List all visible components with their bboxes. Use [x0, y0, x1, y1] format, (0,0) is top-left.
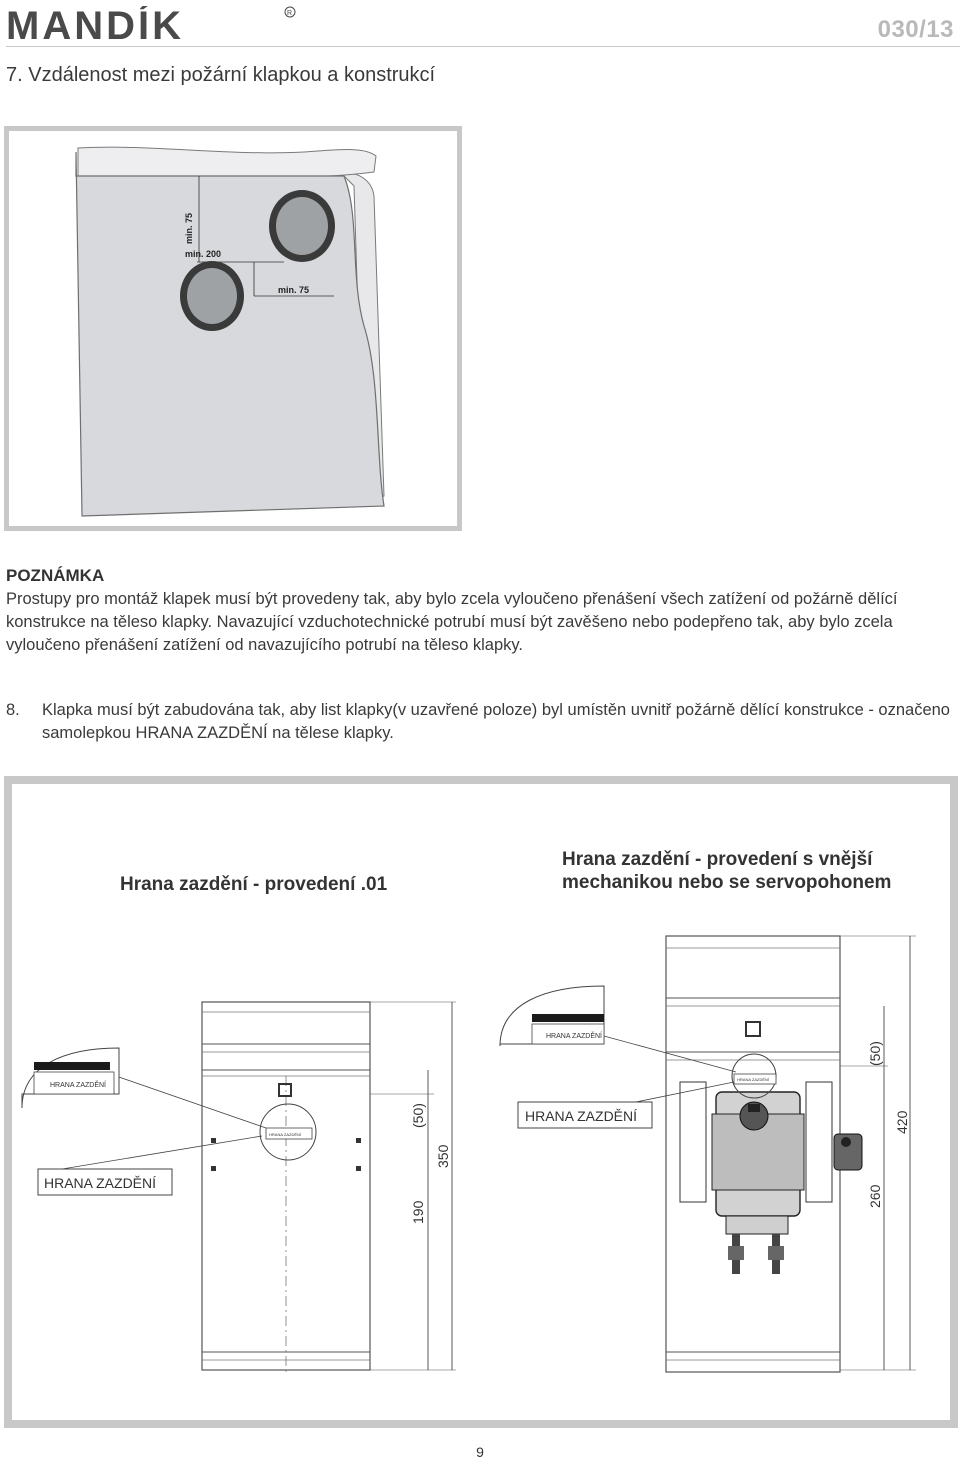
- left-callout-large-text: HRANA ZAZDĚNÍ: [44, 1175, 156, 1191]
- left-dim-350: 350: [435, 1144, 451, 1168]
- left-magnified-callout: HRANA ZAZDĚNÍ: [21, 1047, 120, 1109]
- right-title-line2: mechanikou nebo se servopohonem: [562, 872, 891, 893]
- logo-text: MANDÍK: [6, 6, 184, 42]
- lower-damper-body: [187, 268, 237, 324]
- wall-clearance-figure: min. 75 min. 200 min. 75: [4, 126, 462, 531]
- page-code: 030/13: [877, 16, 954, 43]
- right-title-line1: Hrana zazdění - provedení s vnější: [562, 849, 873, 870]
- left-damper-drawing: HRANA ZAZDĚNÍ: [43, 1001, 371, 1372]
- left-body-label: HRANA ZAZDĚNÍ: [269, 1132, 302, 1137]
- right-callout-small-text: HRANA ZAZDĚNÍ: [546, 1031, 602, 1040]
- header-divider: [6, 46, 960, 47]
- item-8-text: Klapka musí být zabudována tak, aby list…: [42, 701, 950, 742]
- dim-min-200: min. 200: [185, 249, 221, 259]
- section-heading: 7. Vzdálenost mezi požární klapkou a kon…: [6, 64, 436, 86]
- left-dim-190: 190: [410, 1200, 426, 1224]
- right-callout-large-text: HRANA ZAZDĚNÍ: [525, 1108, 637, 1124]
- dim-min-75-lower: min. 75: [278, 285, 309, 295]
- right-magnified-callout: HRANA ZAZDĚNÍ: [499, 985, 605, 1047]
- right-dim-50: (50): [867, 1041, 883, 1066]
- left-title: Hrana zazdění - provedení .01: [120, 874, 388, 895]
- note-title: POZNÁMKA: [6, 566, 105, 585]
- right-dim-260: 260: [867, 1184, 883, 1208]
- left-dim-50: (50): [410, 1103, 426, 1128]
- right-damper-drawing: HRANA ZAZDĚNÍ: [517, 935, 863, 1373]
- page-number: 9: [476, 1444, 484, 1460]
- installation-edge-figure: Hrana zazdění - provedení .01 Hrana zazd…: [4, 776, 958, 1428]
- mandik-logo: MANDÍK R: [6, 6, 296, 42]
- right-dim-420: 420: [894, 1110, 910, 1134]
- item-8-number: 8.: [6, 701, 20, 719]
- right-body-label: HRANA ZAZDĚNÍ: [737, 1077, 770, 1082]
- note-text: Prostupy pro montáž klapek musí být prov…: [6, 590, 898, 654]
- registered-mark: R: [287, 10, 292, 17]
- dim-min-75-vertical: min. 75: [184, 213, 194, 244]
- upper-damper-body: [276, 197, 328, 255]
- left-callout-small-text: HRANA ZAZDĚNÍ: [50, 1080, 106, 1089]
